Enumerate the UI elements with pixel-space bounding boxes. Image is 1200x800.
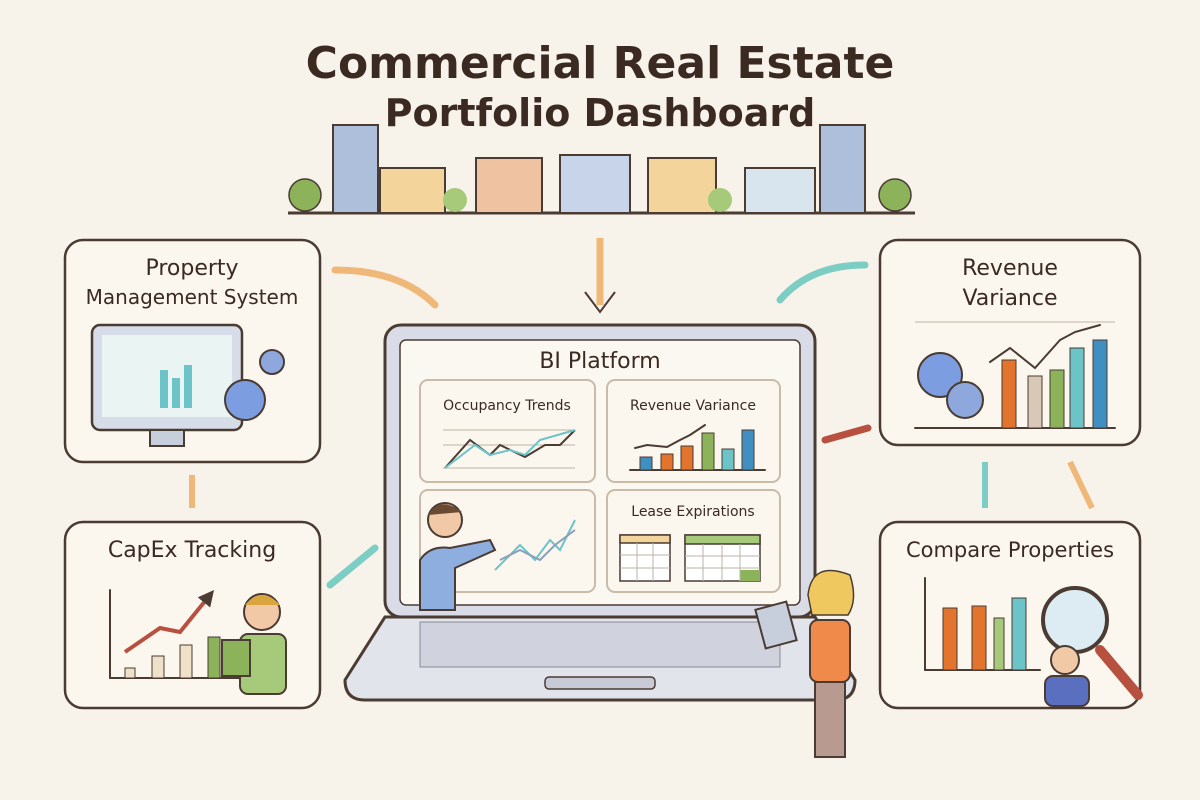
gear-icon bbox=[917, 352, 963, 398]
magnifier-icon bbox=[1041, 586, 1143, 700]
title-line1: Commercial Real Estate bbox=[306, 38, 895, 89]
pms-line2: Management System bbox=[86, 285, 299, 309]
person-presenter bbox=[419, 502, 497, 611]
gear-icon bbox=[946, 381, 984, 419]
panel-label: Lease Expirations bbox=[631, 504, 754, 520]
gear-icon bbox=[224, 379, 266, 421]
person-with-clipboard bbox=[221, 593, 287, 695]
bi-platform-title: BI Platform bbox=[539, 349, 660, 374]
calendar-icon bbox=[619, 534, 671, 582]
compare-label: Compare Properties bbox=[906, 538, 1114, 562]
node-revenue-variance: Revenue Variance bbox=[878, 238, 1142, 447]
gear-icon bbox=[259, 349, 285, 375]
revenue-line1: Revenue bbox=[962, 256, 1058, 281]
pms-line1: Property bbox=[145, 256, 238, 281]
node-capex-tracking: CapEx Tracking bbox=[63, 520, 322, 710]
node-property-management-system: Property Management System bbox=[63, 238, 322, 464]
panel-presenter-chart bbox=[419, 489, 596, 611]
calendar-icon bbox=[684, 534, 761, 582]
panel-occupancy-trends: Occupancy Trends bbox=[419, 379, 596, 483]
revenue-line2: Variance bbox=[962, 286, 1057, 311]
title-line2: Portfolio Dashboard bbox=[385, 91, 816, 135]
buildings-skyline-icon bbox=[288, 124, 915, 215]
arrow-icon bbox=[189, 238, 1095, 589]
panel-lease-expirations: Lease Expirations bbox=[606, 489, 781, 593]
node-compare-properties: Compare Properties bbox=[878, 520, 1143, 710]
person-analyst bbox=[754, 569, 855, 758]
capex-label: CapEx Tracking bbox=[108, 538, 276, 563]
monitor-icon bbox=[90, 323, 244, 447]
clipboard-icon bbox=[754, 600, 798, 650]
panel-label: Revenue Variance bbox=[630, 398, 756, 414]
panel-revenue-variance: Revenue Variance bbox=[606, 379, 781, 483]
person-businessman bbox=[1044, 645, 1090, 707]
panel-label: Occupancy Trends bbox=[443, 398, 571, 414]
clipboard-icon bbox=[221, 639, 251, 677]
